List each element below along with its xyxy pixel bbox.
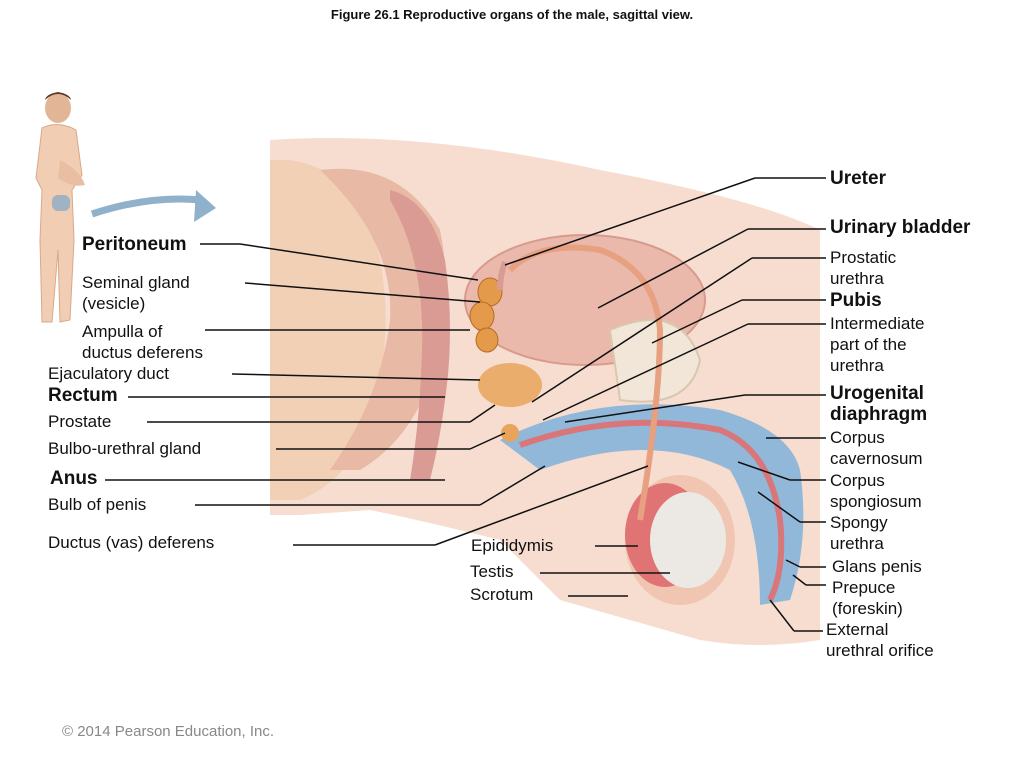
label-intermediate-urethra: Intermediate part of the urethra	[830, 314, 925, 375]
copyright-notice: © 2014 Pearson Education, Inc.	[62, 723, 275, 740]
label-glans-penis: Glans penis	[832, 557, 922, 576]
testis	[650, 492, 726, 588]
label-corpus-cavernosum: Corpus cavernosum	[830, 428, 923, 468]
figure-title: Figure 26.1 Reproductive organs of the m…	[330, 7, 694, 22]
label-seminal-gland: Seminal gland (vesicle)	[82, 273, 190, 313]
label-corpus-spongiosum: Corpus spongiosum	[830, 471, 922, 511]
body-figure	[35, 92, 85, 323]
label-epididymis: Epididymis	[471, 536, 554, 555]
label-spongy-urethra: Spongy urethra	[830, 513, 888, 553]
label-prepuce: Prepuce (foreskin)	[832, 578, 903, 618]
bulbo-urethral-gland	[501, 424, 519, 442]
label-prostatic-urethra: Prostatic urethra	[830, 248, 897, 288]
seminal-gland	[469, 277, 503, 353]
label-anus: Anus	[50, 468, 98, 489]
label-external-urethral-orifice: External urethral orifice	[826, 620, 934, 660]
label-bulbo-urethral-gland: Bulbo-urethral gland	[48, 439, 202, 458]
label-testis: Testis	[470, 562, 514, 581]
label-ductus-deferens: Ductus (vas) deferens	[48, 533, 215, 552]
zoom-arrow	[90, 195, 201, 218]
leader-lines	[105, 177, 826, 632]
label-bulb-of-penis: Bulb of penis	[48, 495, 147, 514]
label-pubis: Pubis	[830, 290, 882, 311]
label-urinary-bladder: Urinary bladder	[830, 217, 971, 238]
label-ampulla: Ampulla of ductus deferens	[82, 322, 203, 362]
penis-shaft	[500, 404, 804, 605]
prostate-gland	[478, 363, 542, 407]
label-ejaculatory-duct: Ejaculatory duct	[48, 364, 169, 383]
label-scrotum: Scrotum	[470, 585, 534, 604]
pubis-bone	[608, 319, 702, 403]
label-peritoneum: Peritoneum	[82, 234, 187, 255]
label-rectum: Rectum	[48, 385, 118, 406]
label-urogenital-diaphragm: Urogenital diaphragm	[830, 383, 928, 425]
label-ureter: Ureter	[830, 168, 886, 189]
pelvic-region	[270, 138, 820, 645]
label-prostate: Prostate	[48, 412, 112, 431]
